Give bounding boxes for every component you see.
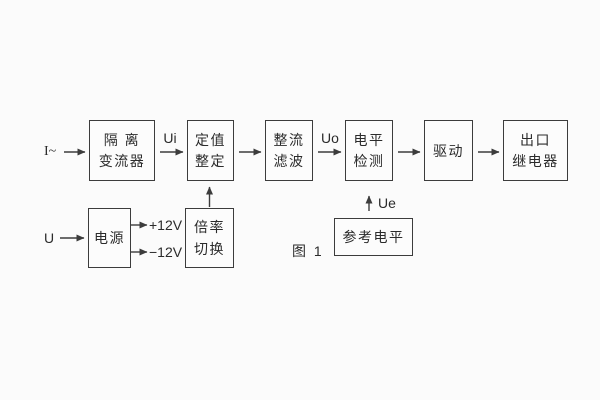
- label-uo: Uo: [321, 130, 339, 146]
- block-level-line1: 电平: [353, 131, 385, 148]
- block-reference-level: 参考电平: [334, 218, 413, 256]
- block-output-relay: 出口 继电器: [503, 120, 568, 181]
- block-drive: 驱动: [424, 120, 473, 181]
- block-output-line2: 继电器: [512, 153, 559, 170]
- block-rectify-filter: 整流 滤波: [265, 120, 313, 181]
- block-ratio-switch: 倍率 切换: [185, 208, 234, 268]
- figure-caption: 图 1: [292, 243, 324, 259]
- block-rectify-line2: 滤波: [273, 153, 305, 170]
- label-input-voltage: U: [44, 230, 55, 246]
- block-output-line1: 出口: [520, 131, 551, 148]
- block-isolation-line2: 变流器: [98, 153, 146, 170]
- label-rail-negative: −12V: [149, 244, 183, 260]
- block-drive-line1: 驱动: [433, 142, 464, 159]
- block-level-line2: 检测: [353, 153, 385, 170]
- block-power-supply: 电源: [88, 208, 131, 268]
- label-ui: Ui: [163, 130, 177, 146]
- block-ratio-line2: 切换: [194, 240, 225, 257]
- block-setting-adjust: 定值 整定: [187, 120, 234, 181]
- block-level-detect: 电平 检测: [345, 120, 393, 181]
- block-rectify-line1: 整流: [273, 131, 305, 148]
- label-input-current: I~: [44, 144, 57, 159]
- block-isolation-line1: 隔 离: [103, 131, 141, 148]
- label-rail-positive: +12V: [149, 217, 183, 233]
- label-ue: Ue: [378, 195, 396, 211]
- block-setting-line1: 定值: [195, 131, 226, 148]
- block-reference-line1: 参考电平: [342, 229, 405, 245]
- block-power-line1: 电源: [94, 230, 125, 246]
- block-setting-line2: 整定: [195, 153, 226, 170]
- block-isolation-transformer: 隔 离 变流器: [89, 120, 155, 181]
- block-ratio-line1: 倍率: [194, 219, 225, 236]
